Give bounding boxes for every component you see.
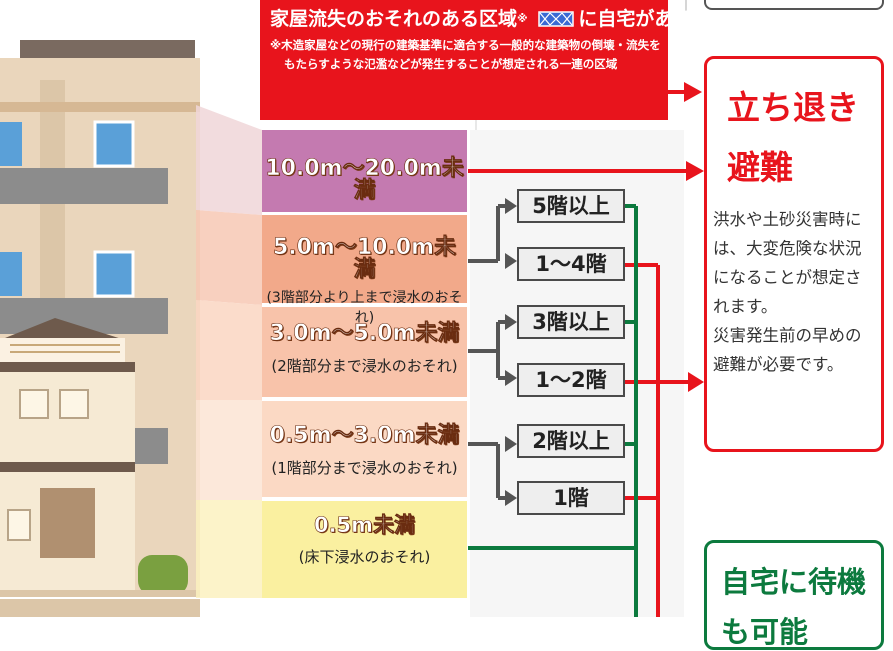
header-title: 家屋流失のおそれのある区域 xyxy=(270,8,518,30)
floor-box-1to4: 1～4階 xyxy=(517,247,625,281)
red-connectors xyxy=(625,263,690,617)
band-note: (3階部分より上まで浸水のおそれ) xyxy=(266,290,463,326)
floor-box-3plus: 3階以上 xyxy=(517,305,625,339)
arrow-head xyxy=(684,82,702,102)
band-4: 0.5m～3.0m未満 (1階部分まで浸水のおそれ) xyxy=(262,401,467,497)
header-note-2: もたらすような氾濫などが発生することが想定される一連の区域 xyxy=(284,57,618,71)
band-depth: 0.5m未満 xyxy=(313,513,416,537)
header-banner: 家屋流失のおそれのある区域※ に自宅がある ※木造家屋などの現行の建築基準に適合… xyxy=(260,0,692,120)
evacuate-desc-line: 災害発生前の早めの xyxy=(713,326,862,345)
evacuate-desc-line: は、大変危険な状況 xyxy=(713,239,862,258)
band-depth: 3.0m～5.0m未満 xyxy=(269,321,460,346)
floor-box-5plus: 5階以上 xyxy=(517,189,625,223)
zone-symbol-icon xyxy=(538,8,575,27)
branch-arrow-heads xyxy=(505,198,517,506)
wedge xyxy=(196,400,262,500)
header-title-row: 家屋流失のおそれのある区域※ に自宅がある xyxy=(270,6,692,32)
band-bg-5 xyxy=(262,501,467,598)
band-5: 0.5m未満 (床下浸水のおそれ) xyxy=(262,501,467,598)
band-depth: 5.0m～10.0m未満 xyxy=(272,235,457,282)
band-3: 3.0m～5.0m未満 (2階部分まで浸水のおそれ) xyxy=(262,307,467,397)
header-title-suffix: に自宅がある xyxy=(578,8,693,30)
stay-box: 自宅に待機 も可能 xyxy=(704,540,884,650)
arrow-head xyxy=(688,372,704,392)
evacuate-desc: 洪水や土砂災害時に は、大変危険な状況 になることが想定さ れます。 災害発生前… xyxy=(713,205,883,379)
wedge xyxy=(196,105,262,215)
arrow-head xyxy=(686,161,704,181)
header-note-1: ※木造家屋などの現行の建築基準に適合する一般的な建築物の倒壊・流失を xyxy=(270,38,661,52)
evacuate-desc-line: 洪水や土砂災害時に xyxy=(713,210,862,229)
band-note: (2階部分まで浸水のおそれ) xyxy=(271,357,458,375)
band-depth: 0.5m～3.0m未満 xyxy=(269,423,460,448)
floor-box-1: 1階 xyxy=(517,481,625,515)
stay-title-2: も可能 xyxy=(721,615,809,649)
wedge xyxy=(196,500,262,598)
header-mark: ※ xyxy=(517,12,528,25)
band-1: 10.0m～20.0m未満 xyxy=(262,130,467,212)
band-2: 5.0m～10.0m未満 (3階部分より上まで浸水のおそれ) xyxy=(262,215,467,326)
floor-box-2plus: 2階以上 xyxy=(517,424,625,458)
band-bg-4 xyxy=(262,401,467,497)
floor-box-1to2: 1～2階 xyxy=(517,363,625,397)
evacuate-title-1: 立ち退き xyxy=(727,88,859,127)
band-bg-2 xyxy=(262,215,467,303)
band-note: (1階部分まで浸水のおそれ) xyxy=(271,459,458,477)
evacuate-desc-line: になることが想定さ xyxy=(713,268,862,287)
band-depth: 10.0m～20.0m未満 xyxy=(265,156,464,203)
top-right-box-edge xyxy=(704,0,884,10)
building-illustration xyxy=(0,40,200,617)
band-bg-1 xyxy=(262,130,467,212)
wedge xyxy=(196,300,262,400)
band-note: (床下浸水のおそれ) xyxy=(298,548,431,566)
evacuate-desc-line: 避難が必要です。 xyxy=(713,355,844,374)
evacuate-desc-line: れます。 xyxy=(713,297,778,316)
diagram-art xyxy=(0,0,704,617)
stay-title-1: 自宅に待機 xyxy=(721,565,867,599)
evacuate-title-2: 避難 xyxy=(727,148,793,187)
evacuate-box: 立ち退き 避難 洪水や土砂災害時に は、大変危険な状況 になることが想定さ れま… xyxy=(704,56,884,452)
green-connectors xyxy=(468,204,638,617)
wedge xyxy=(196,210,262,305)
band-bg-3 xyxy=(262,307,467,397)
